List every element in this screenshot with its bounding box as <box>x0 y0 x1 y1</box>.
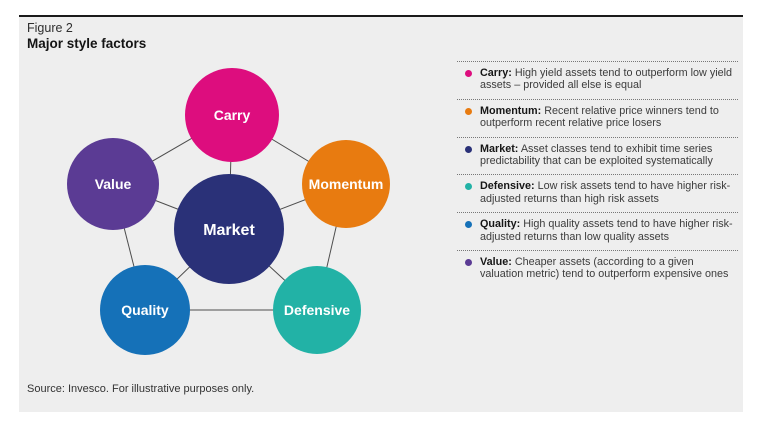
legend-text: High quality assets tend to have higher … <box>480 218 733 243</box>
style-factors-diagram: Carry Momentum Value Quality Defensive M… <box>67 68 390 355</box>
legend-item-value: Value: Cheaper assets (according to a gi… <box>457 250 738 288</box>
value-bullet-icon <box>465 259 472 267</box>
legend-label: Quality: <box>480 218 521 231</box>
node-carry-circle <box>185 68 279 162</box>
node-quality-circle <box>100 265 190 355</box>
figure-header: Figure 2 Major style factors <box>27 21 146 51</box>
figure-number: Figure 2 <box>27 21 73 35</box>
node-momentum-circle <box>302 140 390 228</box>
figure-title: Major style factors <box>27 36 147 51</box>
node-momentum-label: Momentum <box>309 176 384 192</box>
quality-bullet-icon <box>465 221 472 229</box>
node-market-circle <box>174 174 284 284</box>
carry-bullet-icon <box>465 70 472 77</box>
legend-item-market: Market: Asset classes tend to exhibit ti… <box>457 136 738 175</box>
node-carry-label: Carry <box>214 107 251 123</box>
legend-label: Momentum: <box>480 104 542 117</box>
node-quality-label: Quality <box>121 302 169 318</box>
legend-text: Low risk assets tend to have higher risk… <box>480 180 731 205</box>
legend-label: Market: <box>480 142 519 155</box>
node-defensive-label: Defensive <box>284 302 350 318</box>
legend-text: Asset classes tend to exhibit time serie… <box>480 142 713 168</box>
legend-label: Value: <box>480 256 512 269</box>
legend-label: Carry: <box>480 67 512 79</box>
momentum-bullet-icon <box>465 107 472 115</box>
legend: Carry: High yield assets tend to outperf… <box>457 61 738 288</box>
legend-item-defensive: Defensive: Low risk assets tend to have … <box>457 174 738 212</box>
legend-label: Defensive: <box>480 180 535 193</box>
legend-item-carry: Carry: High yield assets tend to outperf… <box>457 61 738 99</box>
node-market-label: Market <box>203 222 255 239</box>
legend-text: High yield assets tend to outperform low… <box>480 67 733 92</box>
node-value-circle <box>67 138 159 230</box>
market-bullet-icon <box>465 145 472 153</box>
source-note: Source: Invesco. For illustrative purpos… <box>27 383 255 395</box>
defensive-bullet-icon <box>465 183 472 191</box>
node-defensive-circle <box>273 266 361 354</box>
legend-text: Recent relative price winners tend to ou… <box>480 104 719 130</box>
legend-item-quality: Quality: High quality assets tend to hav… <box>457 212 738 250</box>
figure-panel: Figure 2 Major style factors Carry Momen… <box>19 15 743 412</box>
legend-text: Cheaper assets (according to a given val… <box>480 256 729 281</box>
node-value-label: Value <box>95 176 132 192</box>
legend-item-momentum: Momentum: Recent relative price winners … <box>457 98 738 137</box>
